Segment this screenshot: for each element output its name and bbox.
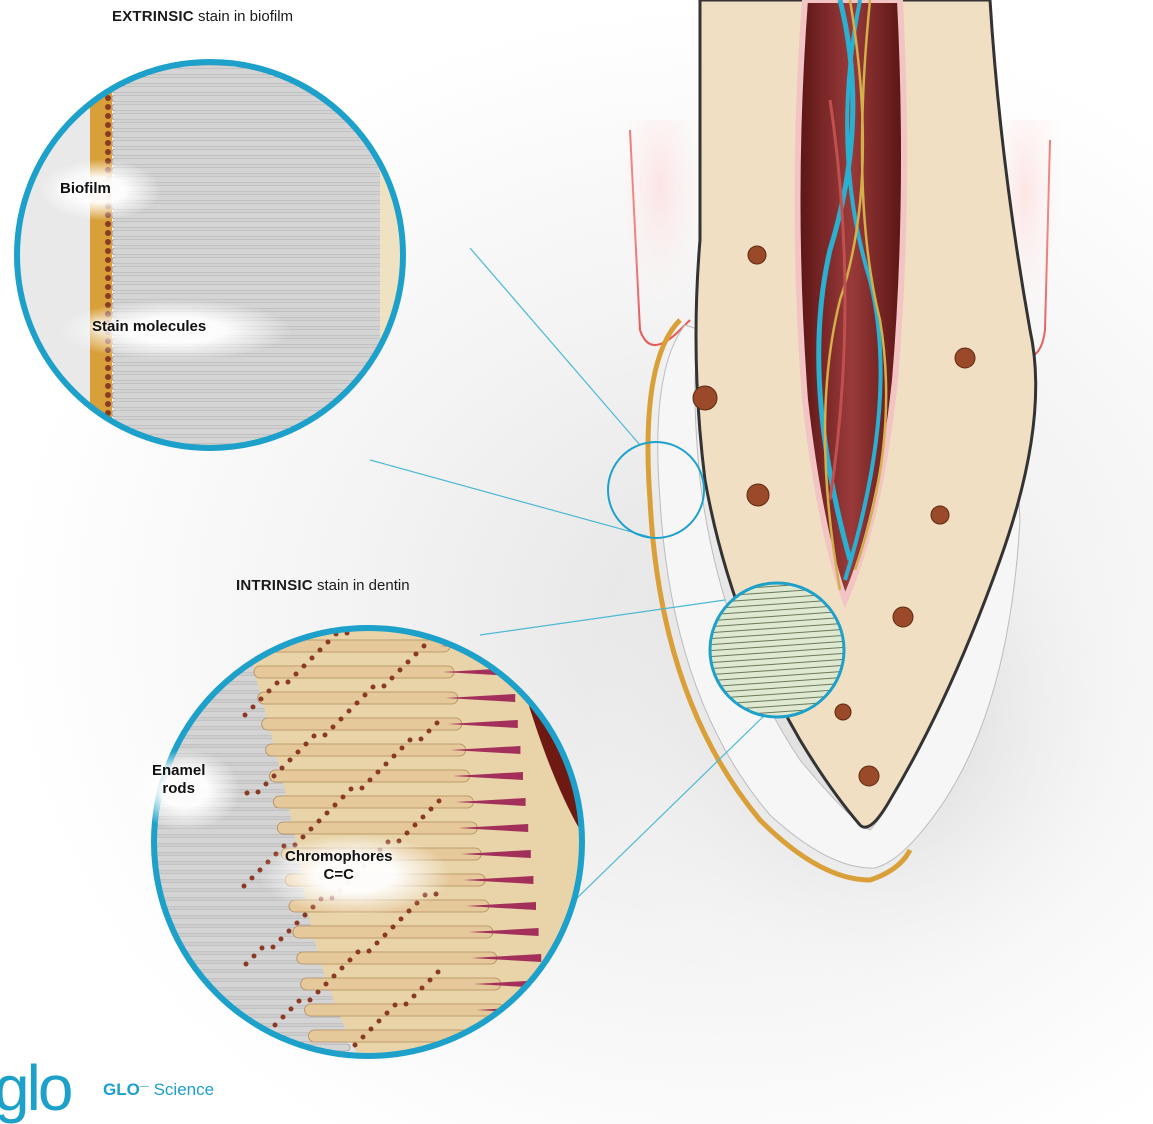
glo-logo: glo <box>0 1056 70 1120</box>
brand-name: GLO— Science <box>103 1080 214 1100</box>
stain-molecules-label: Stain molecules <box>92 318 206 336</box>
intrinsic-heading-strong: INTRINSIC <box>236 577 313 594</box>
enamel-rods-line1: Enamel <box>152 762 205 780</box>
enamel-rods-line2: rods <box>152 780 205 798</box>
extrinsic-heading-strong: EXTRINSIC <box>112 8 194 25</box>
extrinsic-heading-rest: stain in biofilm <box>198 8 293 25</box>
extrinsic-heading: EXTRINSIC stain in biofilm <box>112 8 293 25</box>
chromophores-line2: C=C <box>285 866 393 884</box>
chromophores-line1: Chromophores <box>285 848 393 866</box>
biofilm-label: Biofilm <box>60 180 111 198</box>
extrinsic-magnified-view <box>0 40 440 480</box>
intrinsic-heading-rest: stain in dentin <box>317 577 410 594</box>
intrinsic-heading: INTRINSIC stain in dentin <box>236 577 410 594</box>
brand-name-strong: GLO <box>103 1080 140 1099</box>
enamel-rods-label: Enamel rods <box>152 762 205 798</box>
brand-name-rest: Science <box>154 1080 214 1099</box>
chromophores-label: Chromophores C=C <box>285 848 393 884</box>
